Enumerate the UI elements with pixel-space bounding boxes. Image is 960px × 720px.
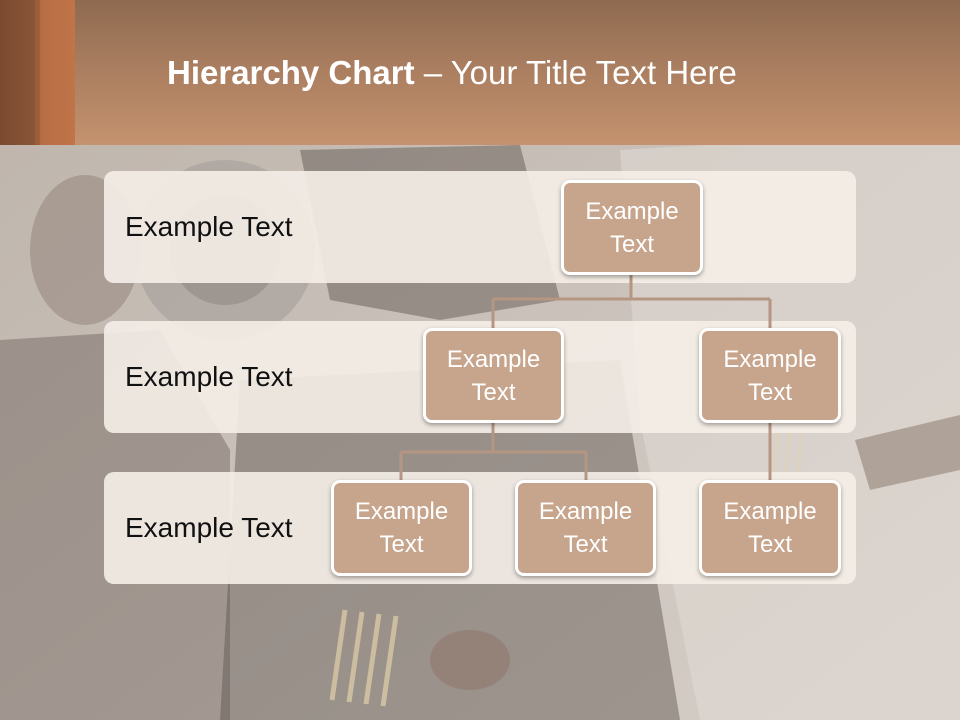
node-level2-right[interactable]: Example Text xyxy=(699,328,841,423)
node-level2-left[interactable]: Example Text xyxy=(423,328,564,423)
level-label-3[interactable]: Example Text xyxy=(125,512,293,543)
node-root[interactable]: Example Text xyxy=(561,180,703,275)
slide-title: Hierarchy Chart – Your Title Text Here xyxy=(167,54,737,92)
node-level3-c[interactable]: Example Text xyxy=(699,480,841,576)
title-dash: – xyxy=(414,54,451,91)
header-accent xyxy=(0,0,75,145)
node-level3-a[interactable]: Example Text xyxy=(331,480,472,576)
title-bold: Hierarchy Chart xyxy=(167,54,415,91)
node-level3-b[interactable]: Example Text xyxy=(515,480,656,576)
header-bar: Hierarchy Chart – Your Title Text Here xyxy=(0,0,960,145)
level-band-1: Example Text xyxy=(104,171,856,283)
title-rest: Your Title Text Here xyxy=(450,54,737,91)
level-label-1[interactable]: Example Text xyxy=(125,211,293,242)
level-label-2[interactable]: Example Text xyxy=(125,361,293,392)
